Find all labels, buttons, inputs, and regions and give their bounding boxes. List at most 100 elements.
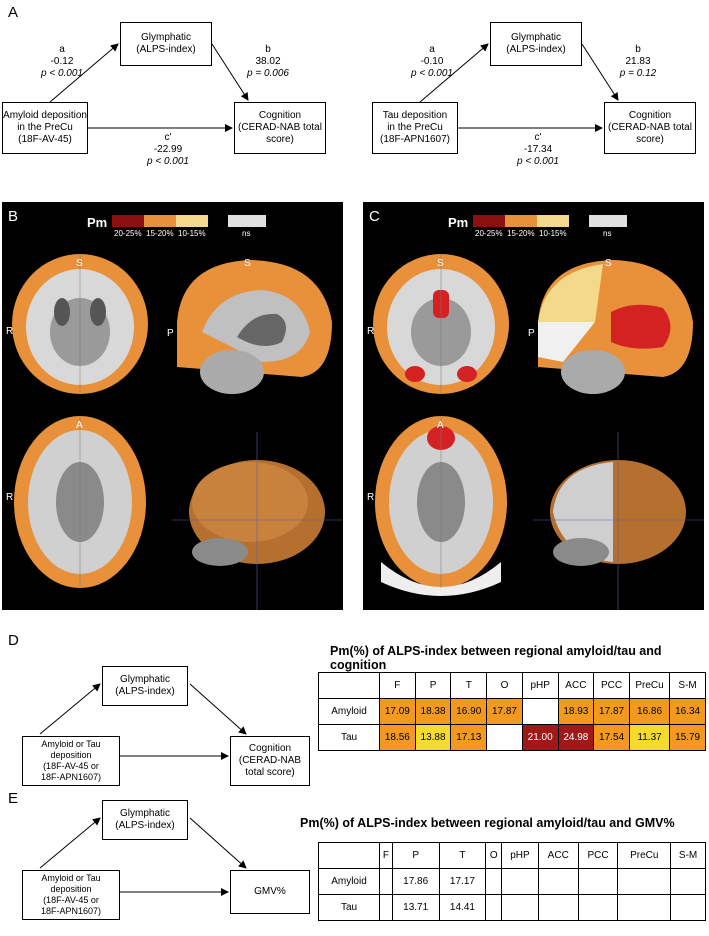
orient-s: S [605,258,612,269]
exposure-line1: Tau deposition [382,110,448,121]
path-a-value: -0.10 [420,56,444,67]
legend-label: 20-25% [114,229,142,238]
table-row: Amyloid 17.86 17.17 [318,868,706,895]
column-header: PCC [577,842,619,869]
legend-swatch-20-25 [473,215,505,227]
table-cell: 17.54 [593,724,630,751]
path-b-name: b [635,44,641,55]
glymphatic-label: Glymphatic [119,674,170,685]
table-cell [501,894,539,921]
glymphatic-label: Glymphatic [510,32,561,43]
outcome-line2: (CERAD-NAB [238,755,302,766]
a-right-path-a: a -0.10 p < 0.001 [392,44,472,80]
table-cell [537,868,579,895]
exposure-line2: deposition [50,884,92,894]
panel-b-brains [12,254,343,610]
column-header: S-M [669,672,706,699]
table-row: Tau 13.71 14.41 [318,894,706,921]
table-cell [521,698,559,725]
e-table: F P T O pHP ACC PCC PreCu S-M Amyloid 17… [318,842,706,921]
outcome-line1: Cognition [258,110,302,121]
column-header: PreCu [628,672,671,699]
exposure-line2: deposition [50,750,92,760]
table-cell [617,894,672,921]
exposure-line3: (18F-AV-45 or [43,761,99,771]
table-header-row: F P T O pHP ACC PCC PreCu S-M [318,672,706,699]
table-cell: 21.00 [521,724,559,751]
column-header: P [391,842,440,869]
orient-p: P [167,328,174,339]
panel-a-arrows [49,43,619,132]
table-cell: 16.90 [450,698,488,725]
column-header: T [438,842,487,869]
table-cell: 16.86 [628,698,671,725]
legend-label: 15-20% [146,229,174,238]
panel-a-letter: A [8,4,19,21]
column-header: pHP [521,672,559,699]
path-c-name: c' [534,132,542,143]
orient-a: A [437,420,444,431]
panel-b-letter: B [8,208,19,225]
orient-s: S [244,258,251,269]
column-header: PreCu [617,842,672,869]
legend-swatch-ns [228,215,266,227]
glymphatic-sub: (ALPS-index) [115,820,175,831]
table-cell: 18.93 [557,698,595,725]
orient-r: R [367,492,375,503]
d-table: F P T O pHP ACC PCC PreCu S-M Amyloid 17… [318,672,706,751]
column-header: F [379,842,393,869]
path-a-value: -0.12 [50,56,74,67]
glymphatic-label: Glymphatic [140,32,191,43]
table-cell [537,894,579,921]
table-cell: 17.17 [438,868,487,895]
orient-r: R [367,326,375,337]
path-b-value: 38.02 [255,56,281,67]
column-header: T [450,672,488,699]
path-a-name: a [429,44,435,55]
d-table-title: Pm(%) of ALPS-index between regional amy… [330,644,662,672]
e-table-title: Pm(%) of ALPS-index between regional amy… [300,816,675,830]
legend-swatch-20-25 [112,215,144,227]
a-left-path-a: a -0.12 p < 0.001 [22,44,102,80]
a-right-glymphatic-box: Glymphatic(ALPS-index) [490,22,582,66]
table-cell [486,724,523,751]
panel-c-letter: C [369,208,380,225]
legend-swatch-10-15 [537,215,569,227]
table-cell: 11.37 [628,724,671,751]
column-header: O [486,672,523,699]
legend-label: ns [603,229,612,238]
table-row: Tau 18.56 13.88 17.13 21.00 24.98 17.54 … [318,724,706,751]
column-header: ACC [537,842,579,869]
table-row: Amyloid 17.09 18.38 16.90 17.87 18.93 17… [318,698,706,725]
path-c-p: p < 0.001 [147,156,189,167]
legend-title: Pm [448,215,469,230]
legend-label: 10-15% [539,229,567,238]
column-header: pHP [501,842,539,869]
exposure-line1: Amyloid or Tau [41,873,101,883]
panel-b-brain-image: B Pm 20-25% 15-20% 10-15% ns S R S P A R [2,202,343,610]
column-header: F [379,672,416,699]
legend-swatch-15-20 [144,215,176,227]
legend-label: ns [242,229,251,238]
exposure-line1: Amyloid or Tau [41,739,101,749]
path-c-p: p < 0.001 [517,156,559,167]
table-cell [379,868,393,895]
table-cell [485,868,503,895]
table-cell [379,894,393,921]
panel-c-brain-image: C Pm 20-25% 15-20% 10-15% ns S R [363,202,704,610]
path-a-p: p < 0.001 [41,68,83,79]
legend-swatch-ns [589,215,627,227]
a-left-path-b: b 38.02 p = 0.006 [228,44,308,80]
panel-e-letter: E [8,790,19,807]
legend-swatch-15-20 [505,215,537,227]
table-cell: 13.71 [391,894,440,921]
column-header: PCC [593,672,630,699]
legend-label: 10-15% [178,229,206,238]
table-cell: 14.41 [438,894,487,921]
table-cell: 17.86 [391,868,440,895]
outcome-line2: (CERAD-NAB total [238,122,322,133]
